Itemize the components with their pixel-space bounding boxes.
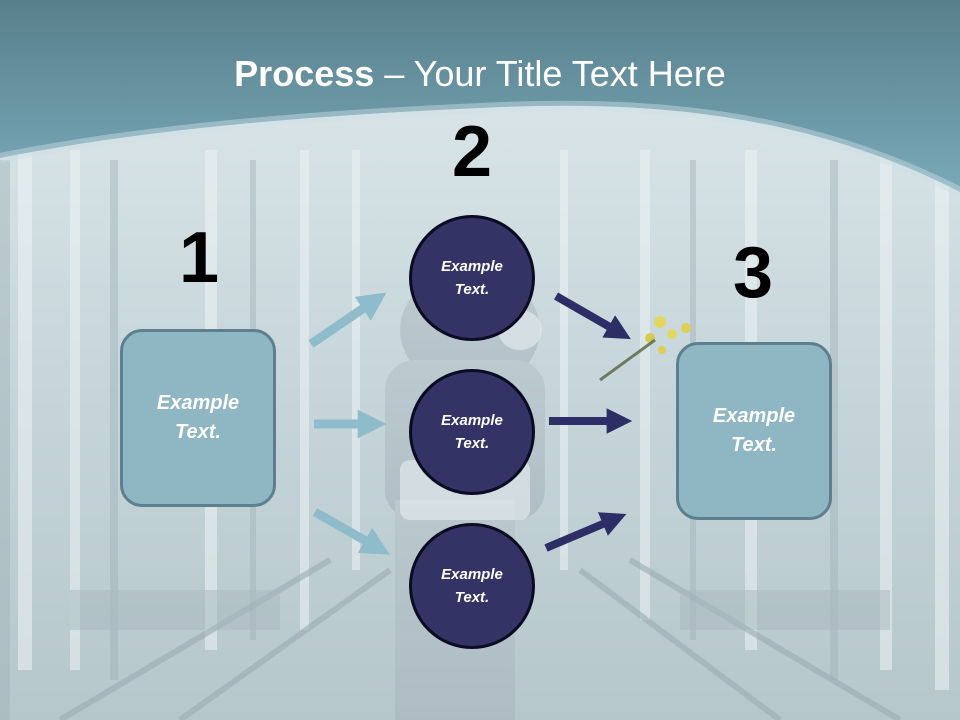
step-number-3: 3: [732, 233, 774, 313]
title-bold: Process: [234, 53, 375, 94]
step-number-2: 2: [451, 112, 493, 192]
circle-bottom-text: Example Text.: [441, 566, 503, 606]
slide-title: Process – Your Title Text Here: [0, 52, 960, 96]
title-rest: – Your Title Text Here: [374, 53, 726, 94]
right-box-text: Example Text.: [712, 405, 796, 456]
circle-middle-text: Example Text.: [441, 412, 503, 452]
step-number-1: 1: [178, 218, 220, 298]
circle-top-text: Example Text.: [441, 258, 503, 298]
circle-bottom[interactable]: Example Text.: [409, 523, 535, 649]
left-text-box[interactable]: Example Text.: [120, 329, 276, 507]
left-box-text: Example Text.: [156, 392, 240, 443]
circle-top[interactable]: Example Text.: [409, 215, 535, 341]
right-text-box[interactable]: Example Text.: [676, 342, 832, 520]
circle-middle[interactable]: Example Text.: [409, 369, 535, 495]
header-band: [0, 0, 960, 192]
